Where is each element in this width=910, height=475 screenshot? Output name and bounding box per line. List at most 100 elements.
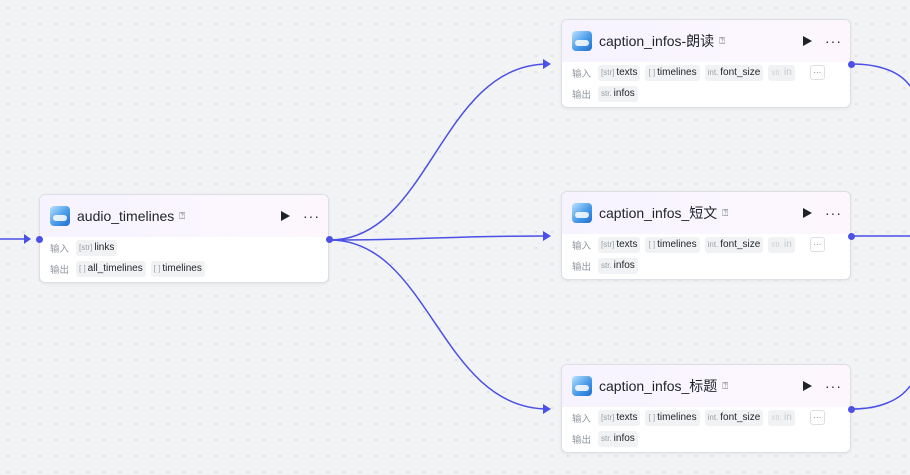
output-row: 输出 [ ]all_timelines [ ]timelines [40,258,328,279]
port-name: infos [613,433,635,444]
port-name: infos [613,260,635,271]
type-label: str. [601,434,612,443]
output-chip-timelines[interactable]: [ ]timelines [150,260,205,277]
type-label: [ ] [153,264,161,273]
port-name: timelines [162,263,202,274]
port-name: in [783,412,792,423]
input-chip-in[interactable]: str.in [768,64,795,81]
arrowhead-cap3 [543,404,551,414]
input-label: 输入 [572,413,592,425]
node-tag-icon: ⍰ [179,210,186,222]
input-row: 输入 [str]links [40,237,328,258]
type-label: str. [601,89,612,98]
edge-cap3-out[interactable] [851,385,910,410]
input-chip-font-size[interactable]: int.font_size [704,64,764,81]
port-name: texts [616,67,638,78]
edge-cap1-out[interactable] [851,63,910,87]
port-name: in [783,239,792,250]
arrowhead-cap2 [543,231,551,241]
node-tag-icon: ⍰ [719,35,726,47]
output-label: 输出 [572,89,592,101]
input-row: 输入 [str]texts [ ]timelines int.font_size… [562,62,850,83]
input-chip-texts[interactable]: [str]texts [598,64,641,81]
port-name: links [94,242,115,253]
output-label: 输出 [50,264,70,276]
output-row: 输出 str.infos [562,428,850,449]
run-button[interactable] [281,211,290,221]
node-header[interactable]: audio_timelines ⍰ ··· [40,195,328,237]
more-options-button[interactable]: ··· [825,378,842,394]
more-inputs-button[interactable]: ··· [809,237,825,252]
edge-audio-to-cap2[interactable] [329,235,549,241]
plugin-icon [50,206,70,226]
more-options-button[interactable]: ··· [303,208,320,224]
input-chip-font-size[interactable]: int.font_size [704,409,764,426]
node-header[interactable]: caption_infos-朗读 ⍰ ··· [562,20,850,62]
edge-audio-to-cap3[interactable] [329,239,549,410]
arrowhead-cap1 [543,59,551,69]
cap2-output-port[interactable] [848,233,855,240]
more-inputs-button[interactable]: ··· [809,410,825,425]
node-header[interactable]: caption_infos_标题 ⍰ ··· [562,365,850,407]
port-name: timelines [657,67,697,78]
run-button[interactable] [803,208,812,218]
node-header[interactable]: caption_infos_短文 ⍰ ··· [562,192,850,234]
audio-output-port[interactable] [326,236,333,243]
port-name: texts [616,412,638,423]
input-chip-links[interactable]: [str]links [76,239,118,256]
type-label: [ ] [648,68,656,77]
type-label: int. [707,68,719,77]
output-chip-all-timelines[interactable]: [ ]all_timelines [76,260,146,277]
input-chip-font-size[interactable]: int.font_size [704,236,764,253]
input-chip-timelines[interactable]: [ ]timelines [645,409,700,426]
type-label: str. [771,413,782,422]
run-button[interactable] [803,381,812,391]
node-caption-infos-1[interactable]: caption_infos-朗读 ⍰ ··· 输入 [str]texts [ ]… [561,19,851,108]
type-label: str. [601,261,612,270]
input-row: 输入 [str]texts [ ]timelines int.font_size… [562,407,850,428]
node-title: caption_infos_短文 [599,205,718,221]
input-label: 输入 [50,243,70,255]
input-chip-texts[interactable]: [str]texts [598,409,641,426]
port-name: in [783,67,792,78]
more-options-button[interactable]: ··· [825,33,842,49]
node-tag-icon: ⍰ [722,207,729,219]
type-label: [ ] [648,240,656,249]
input-chip-timelines[interactable]: [ ]timelines [645,64,700,81]
port-name: font_size [720,412,761,423]
node-title: caption_infos-朗读 [599,33,715,49]
arrowhead-incoming [24,234,31,244]
port-name: timelines [657,412,697,423]
port-name: texts [616,239,638,250]
input-chip-texts[interactable]: [str]texts [598,236,641,253]
output-row: 输出 str.infos [562,83,850,104]
cap3-output-port[interactable] [848,406,855,413]
cap1-output-port[interactable] [848,61,855,68]
type-label: str. [771,240,782,249]
plugin-icon [572,376,592,396]
plugin-icon [572,203,592,223]
edge-audio-to-cap1[interactable] [329,63,549,241]
more-options-button[interactable]: ··· [825,205,842,221]
port-name: timelines [657,239,697,250]
node-caption-infos-3[interactable]: caption_infos_标题 ⍰ ··· 输入 [str]texts [ ]… [561,364,851,453]
type-label: [str] [601,68,615,77]
audio-input-port[interactable] [36,236,43,243]
run-button[interactable] [803,36,812,46]
type-label: [str] [601,413,615,422]
port-name: infos [613,88,635,99]
input-chip-in[interactable]: str.in [768,236,795,253]
input-chip-timelines[interactable]: [ ]timelines [645,236,700,253]
type-label: str. [771,68,782,77]
node-audio-timelines[interactable]: audio_timelines ⍰ ··· 输入 [str]links 输出 [… [39,194,329,283]
node-caption-infos-2[interactable]: caption_infos_短文 ⍰ ··· 输入 [str]texts [ ]… [561,191,851,280]
node-title: audio_timelines [77,208,175,224]
input-label: 输入 [572,240,592,252]
input-chip-in[interactable]: str.in [768,409,795,426]
more-inputs-button[interactable]: ··· [809,65,825,80]
output-chip-infos[interactable]: str.infos [598,85,638,102]
node-title: caption_infos_标题 [599,378,718,394]
output-chip-infos[interactable]: str.infos [598,257,638,274]
output-chip-infos[interactable]: str.infos [598,430,638,447]
input-label: 输入 [572,68,592,80]
